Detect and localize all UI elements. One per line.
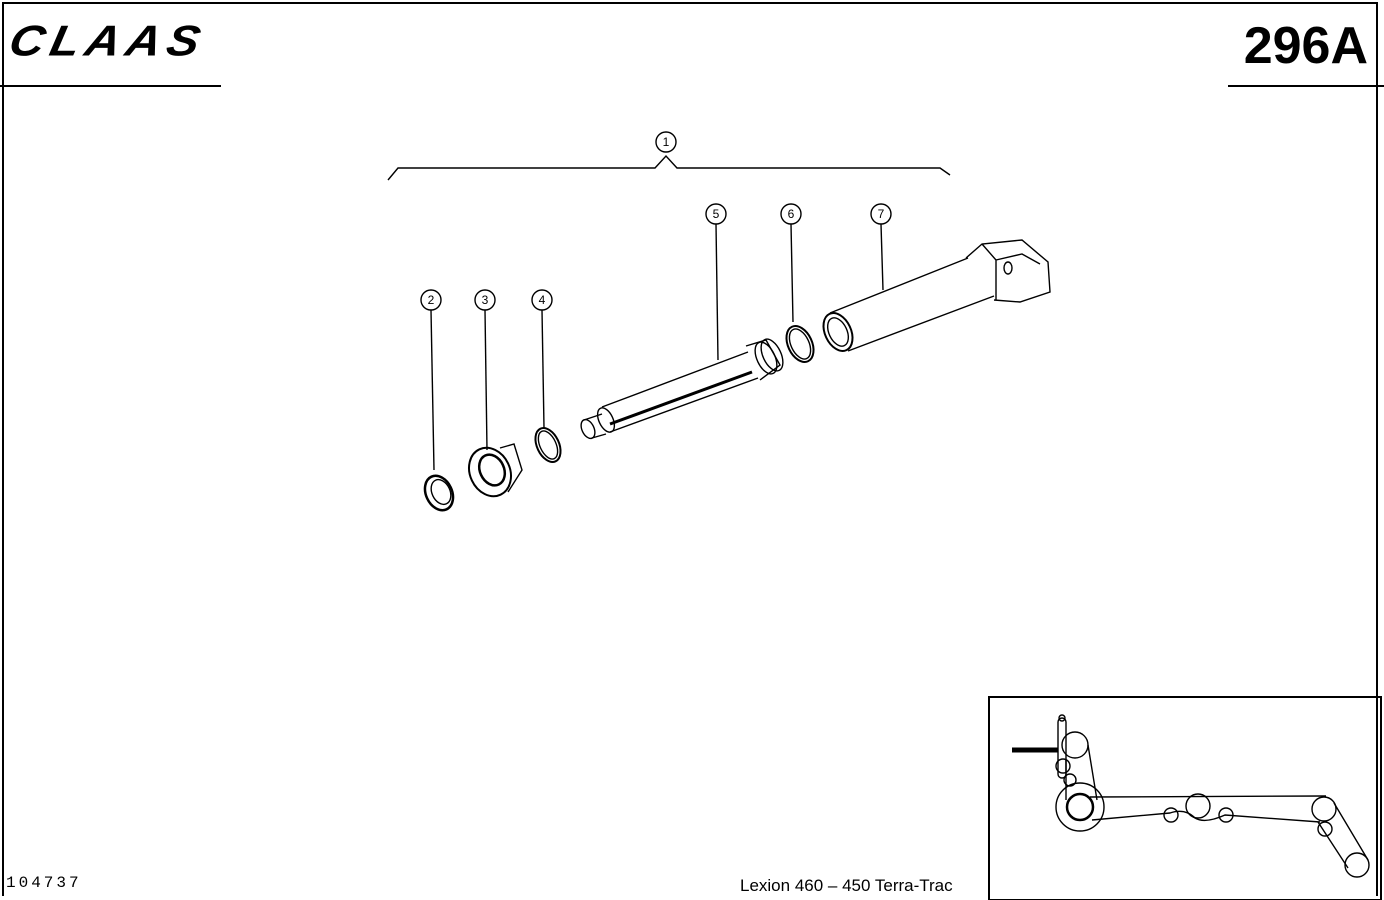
part-7-cylinder-tube[interactable] — [818, 239, 1051, 356]
svg-text:7: 7 — [878, 207, 885, 221]
header-divider-left — [0, 85, 221, 87]
svg-text:1: 1 — [663, 135, 670, 149]
callout-1[interactable]: 1 — [655, 131, 677, 153]
svg-text:2: 2 — [428, 293, 435, 307]
part-6-o-ring[interactable] — [781, 322, 819, 367]
callout-5[interactable]: 5 — [705, 203, 727, 361]
document-number: 104737 — [6, 874, 82, 892]
inset-machine-overview — [988, 696, 1382, 900]
callout-2[interactable]: 2 — [420, 289, 442, 471]
model-name: Lexion 460 – 450 Terra-Trac — [740, 876, 953, 895]
part-5-piston-rod[interactable] — [578, 336, 787, 441]
svg-text:3: 3 — [482, 293, 489, 307]
part-2-ring[interactable] — [420, 471, 459, 515]
part-3-nut[interactable] — [461, 441, 523, 503]
callout-4[interactable]: 4 — [531, 289, 553, 429]
svg-text:6: 6 — [788, 207, 795, 221]
callout-6[interactable]: 6 — [780, 203, 802, 323]
part-4-o-ring[interactable] — [530, 424, 565, 466]
svg-text:4: 4 — [539, 293, 546, 307]
callout-3[interactable]: 3 — [474, 289, 496, 451]
callout-7[interactable]: 7 — [870, 203, 892, 291]
svg-text:5: 5 — [713, 207, 720, 221]
assembly-brace — [387, 154, 951, 181]
page-number: 296A — [1243, 17, 1368, 75]
header-divider-right — [1228, 85, 1384, 87]
